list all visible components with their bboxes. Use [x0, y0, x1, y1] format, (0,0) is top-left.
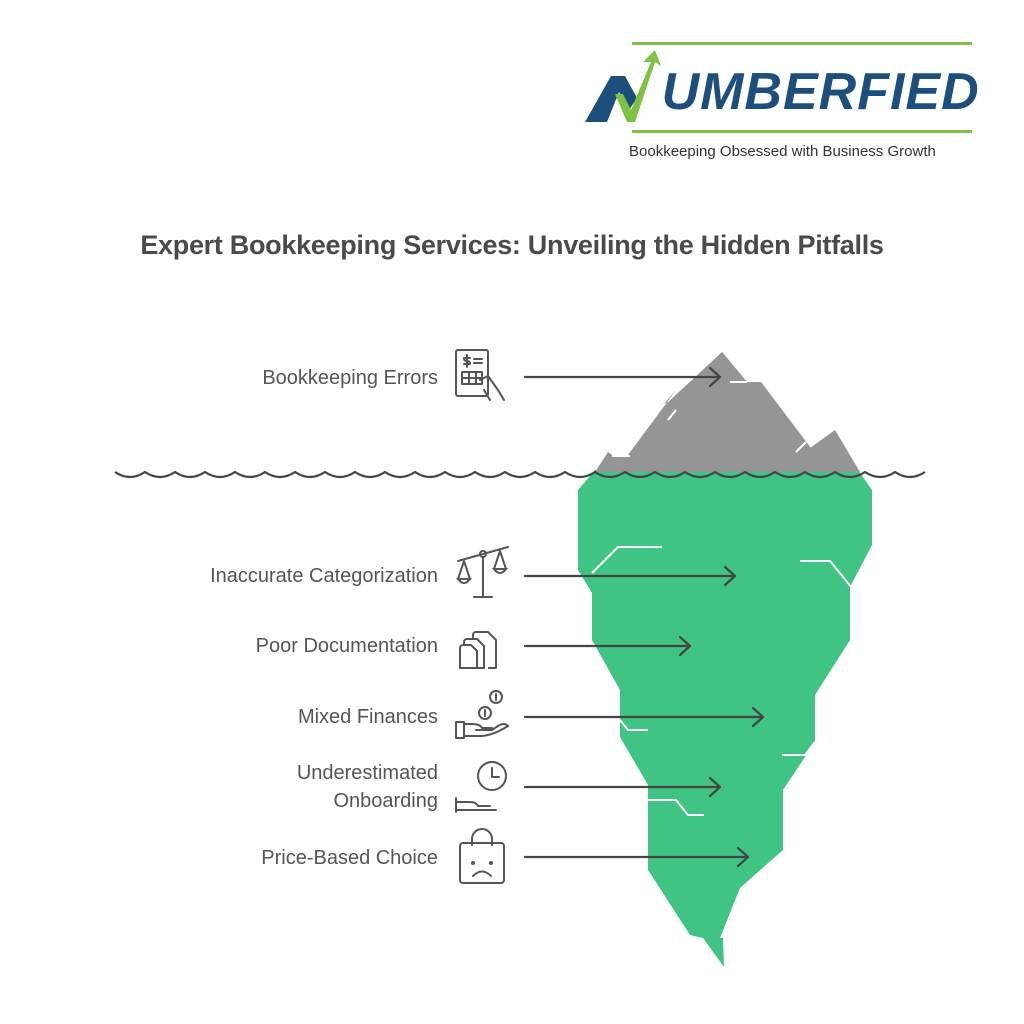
arrow-inaccurate-categorization: [523, 565, 737, 587]
label-poor-documentation: Poor Documentation: [255, 635, 438, 657]
arrow-underestimated-onboarding: [523, 776, 722, 798]
logo-wordmark: NUMBERFIED: [661, 63, 980, 121]
sad-bag-icon: [459, 828, 505, 884]
arrow-mixed-finances: [523, 706, 765, 728]
logo-bottom-rule: [632, 130, 972, 133]
scales-icon: [455, 546, 509, 598]
brand-logo: NUMBERFIED Bookkeeping Obsessed with Bus…: [585, 40, 979, 165]
logo-check-arrow-icon: [585, 50, 661, 122]
logo-tagline: Bookkeeping Obsessed with Business Growt…: [629, 143, 936, 160]
clock-hand-icon: [455, 761, 507, 813]
iceberg-underwater: [578, 470, 872, 967]
documents-icon: [459, 631, 497, 669]
receipt-hand-icon: [455, 349, 505, 401]
arrow-bookkeeping-errors: [523, 366, 722, 388]
label-mixed-finances: Mixed Finances: [297, 706, 438, 728]
label-price-based-choice: Price-Based Choice: [261, 847, 438, 869]
label-inaccurate-categorization: Inaccurate Categorization: [210, 565, 438, 587]
coins-hand-icon: [455, 690, 509, 739]
water-line: [114, 470, 926, 479]
logo-top-rule: [632, 42, 972, 45]
page-title: Expert Bookkeeping Services: Unveiling t…: [140, 230, 884, 260]
arrow-price-based-choice: [523, 846, 750, 868]
arrow-poor-documentation: [523, 635, 692, 657]
label-bookkeeping-errors: Bookkeeping Errors: [262, 367, 438, 389]
